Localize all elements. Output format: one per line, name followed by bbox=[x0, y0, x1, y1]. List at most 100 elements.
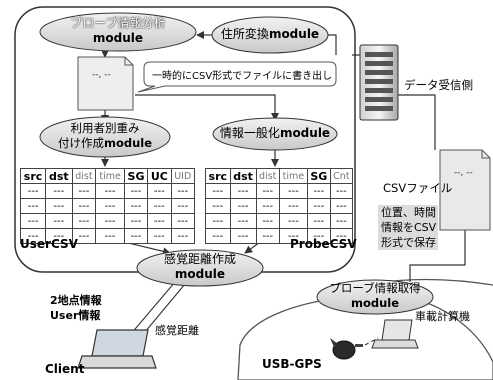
header-cell: dst bbox=[45, 168, 73, 184]
usb-gps-key bbox=[330, 338, 338, 347]
info-generalize-module-word: module bbox=[279, 126, 331, 140]
table-cell: --- bbox=[123, 228, 149, 244]
sense-distance-title: 感覚距離作成 bbox=[163, 252, 236, 266]
table-cell: --- bbox=[278, 198, 308, 214]
table-cell: --- bbox=[147, 198, 172, 214]
table-row: --- --- --- --- --- --- --- bbox=[19, 213, 195, 229]
table-cell: --- bbox=[123, 183, 149, 199]
table-cell: --- bbox=[278, 213, 308, 229]
table-cell: --- bbox=[147, 213, 172, 229]
header-cell: dist bbox=[255, 168, 280, 184]
table-cell: --- bbox=[45, 198, 73, 214]
table-cell: --- bbox=[95, 183, 125, 199]
temp-csv-file-icon bbox=[77, 56, 134, 111]
info-generalize-module bbox=[212, 117, 338, 151]
header-cell: dist bbox=[71, 168, 97, 184]
table-cell: --- bbox=[255, 213, 280, 229]
address-conversion-label: 住所変換module bbox=[212, 27, 328, 42]
table-row: --- --- --- --- --- --- --- bbox=[19, 198, 195, 214]
table-cell: --- bbox=[278, 183, 308, 199]
probe-analysis-title: プローブ情報分析 bbox=[70, 16, 166, 30]
table-cell: --- bbox=[278, 228, 308, 244]
table-cell: --- bbox=[329, 183, 354, 199]
address-conversion-title: 住所変換 bbox=[220, 27, 269, 41]
table-cell: --- bbox=[306, 183, 331, 199]
header-cell: UID bbox=[170, 168, 195, 184]
rack-slot bbox=[365, 61, 393, 66]
car-computer-icon bbox=[381, 319, 413, 341]
table-cell: --- bbox=[255, 183, 280, 199]
probe-csv-table: src dst dist time SG Cnt --- --- --- ---… bbox=[205, 168, 354, 244]
table-cell: --- bbox=[255, 198, 280, 214]
sense-distance-module bbox=[136, 249, 264, 287]
car-computer-base bbox=[371, 339, 419, 349]
usb-gps-icon bbox=[332, 340, 356, 360]
table-cell: --- bbox=[19, 228, 47, 244]
rack-slot bbox=[365, 70, 393, 75]
user-csv-label: UserCSV bbox=[20, 237, 78, 251]
table-row: --- --- --- --- --- --- bbox=[205, 228, 354, 244]
table-cell: --- bbox=[19, 183, 47, 199]
line-client-response bbox=[139, 283, 186, 339]
client-info-label: 2地点情報 User情報 bbox=[50, 293, 102, 323]
csv-file-fold bbox=[481, 150, 490, 159]
client-laptop-icon bbox=[91, 329, 149, 357]
header-cell: SG bbox=[123, 168, 149, 184]
table-row: --- --- --- --- --- --- bbox=[205, 198, 354, 214]
header-cell: time bbox=[278, 168, 308, 184]
info-generalize-title: 情報一般化 bbox=[219, 126, 280, 140]
table-cell: --- bbox=[95, 213, 125, 229]
client-info-line: User情報 bbox=[50, 309, 101, 322]
table-cell: --- bbox=[205, 213, 231, 229]
table-cell: --- bbox=[229, 198, 257, 214]
header-cell: UC bbox=[147, 168, 172, 184]
user-weight-label: 利用者別重み 付け作成module bbox=[40, 121, 170, 151]
table-cell: --- bbox=[19, 198, 47, 214]
table-cell: --- bbox=[229, 228, 257, 244]
probe-acquire-module bbox=[316, 279, 434, 315]
table-row: --- --- --- --- --- --- bbox=[205, 183, 354, 199]
probe-acquire-label: プローブ情報取得 module bbox=[317, 281, 433, 311]
table-cell: --- bbox=[71, 183, 97, 199]
user-weight-title-2: 付け作成 bbox=[57, 136, 104, 150]
table-cell: --- bbox=[255, 228, 280, 244]
csv-note-box bbox=[378, 205, 438, 250]
table-cell: --- bbox=[170, 213, 195, 229]
table-cell: --- bbox=[170, 183, 195, 199]
temp-file-glyph: --, -- bbox=[92, 70, 111, 80]
table-cell: --- bbox=[71, 198, 97, 214]
address-conversion-module-word: module bbox=[268, 27, 320, 41]
table-cell: --- bbox=[170, 198, 195, 214]
table-cell: --- bbox=[45, 213, 73, 229]
sense-distance-module-word: module bbox=[174, 267, 226, 281]
table-cell: --- bbox=[170, 228, 195, 244]
user-weight-module bbox=[39, 116, 171, 158]
table-cell: --- bbox=[205, 198, 231, 214]
probe-acquire-title: プローブ情報取得 bbox=[329, 281, 421, 295]
data-receiver-label: データ受信側 bbox=[404, 78, 473, 92]
header-cell: SG bbox=[306, 168, 331, 184]
usb-gps-label: USB-GPS bbox=[262, 357, 322, 371]
usb-gps-cable bbox=[355, 344, 363, 347]
car-computer-label: 車載計算機 bbox=[415, 310, 470, 323]
client-info-line: 2地点情報 bbox=[50, 294, 102, 307]
table-cell: --- bbox=[205, 228, 231, 244]
table-cell: --- bbox=[71, 213, 97, 229]
csv-write-callout-text: 一時的にCSV形式でファイルに書き出し bbox=[152, 71, 333, 82]
table-cell: --- bbox=[329, 213, 354, 229]
rack-slot bbox=[365, 106, 393, 111]
client-label: Client bbox=[45, 362, 85, 376]
table-cell: --- bbox=[306, 213, 331, 229]
table-cell: --- bbox=[19, 213, 47, 229]
probe-acquire-module-word: module bbox=[350, 296, 400, 310]
table-cell: --- bbox=[329, 228, 354, 244]
usb-link bbox=[364, 337, 379, 346]
table-cell: --- bbox=[147, 228, 172, 244]
table-row: --- --- --- --- --- --- bbox=[205, 213, 354, 229]
csv-note-label: 位置、時間 情報をCSV 形式で保存 bbox=[381, 205, 436, 250]
client-laptop-base bbox=[77, 355, 157, 369]
user-weight-module-word: module bbox=[103, 136, 153, 150]
header-cell: src bbox=[19, 168, 47, 184]
header-cell: dst bbox=[229, 168, 257, 184]
